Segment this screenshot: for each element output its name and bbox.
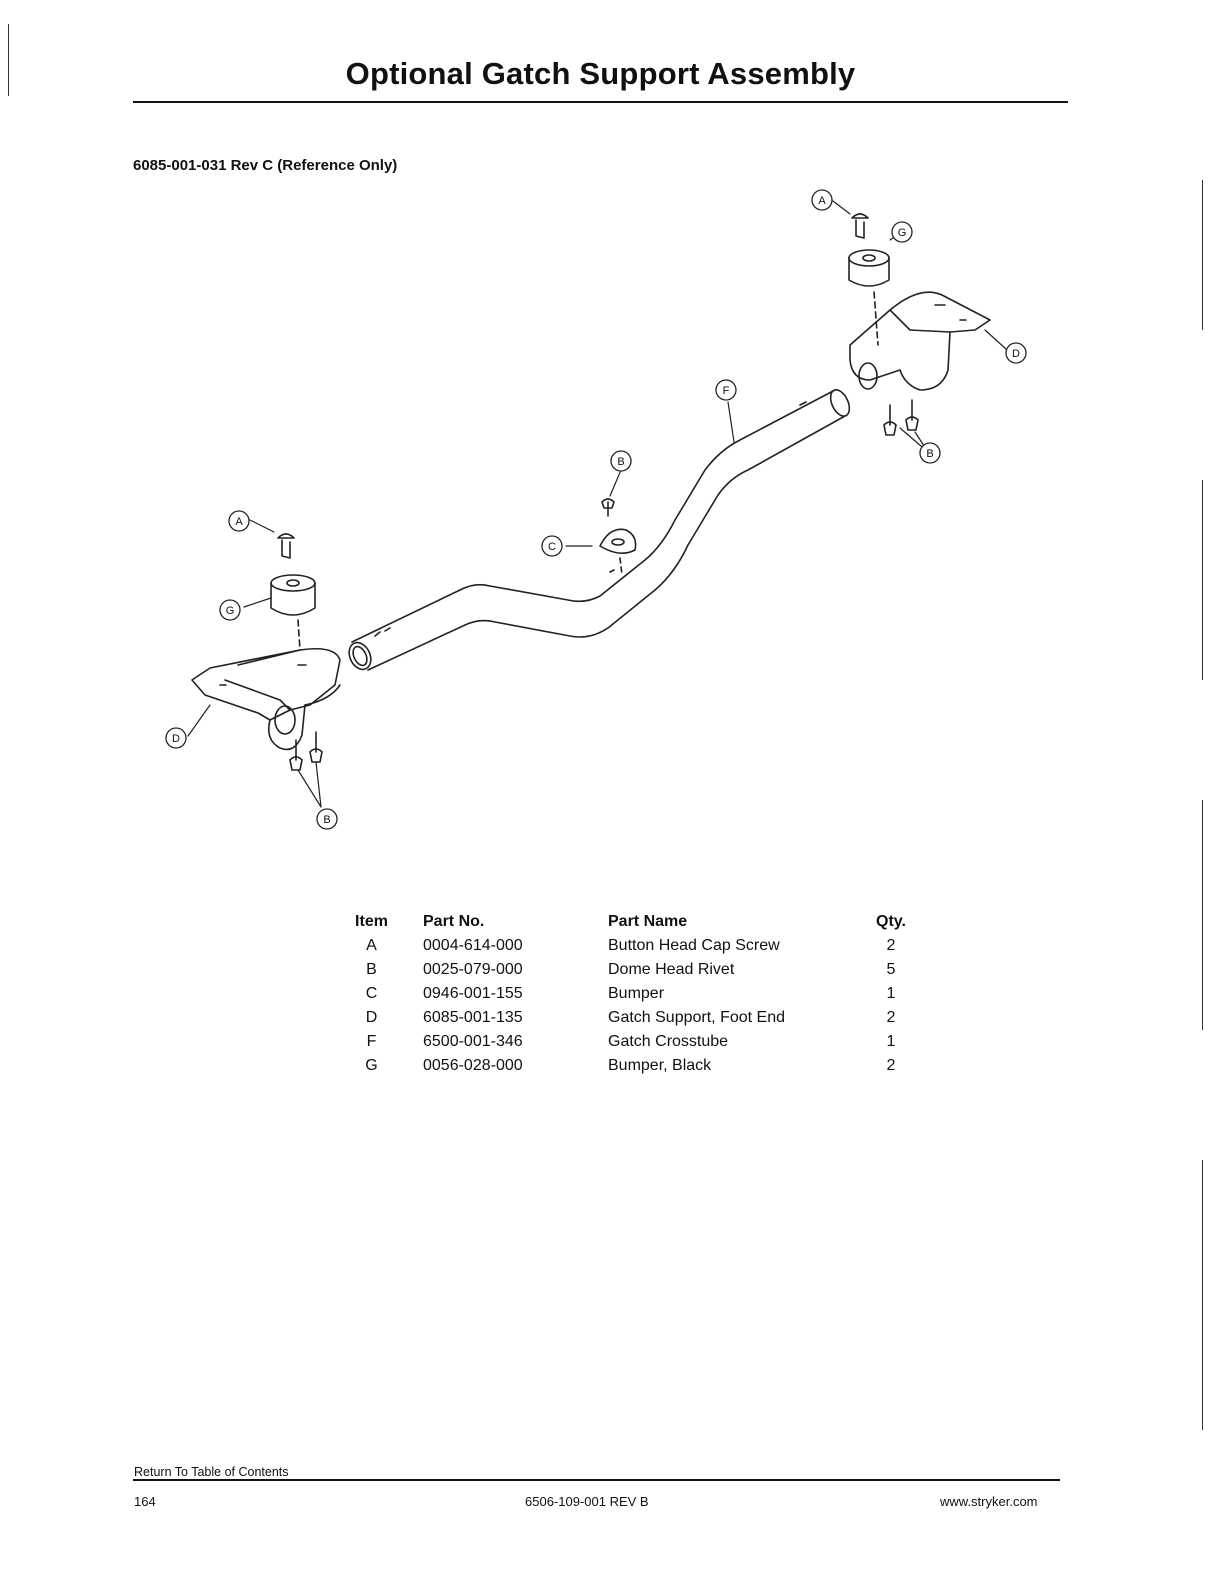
website-url: www.stryker.com <box>940 1494 1038 1509</box>
cell-part-no: 0025-079-000 <box>423 961 523 978</box>
reference-number: 6085-001-031 Rev C (Reference Only) <box>133 157 398 174</box>
cell-item: C <box>365 985 378 1002</box>
callout-f: F <box>715 379 737 401</box>
table-row: F 6500-001-346 Gatch Crosstube 1 <box>320 1030 911 1054</box>
crosstube-part <box>348 389 851 671</box>
callout-a-left: A <box>228 510 250 532</box>
table-row: B 0025-079-000 Dome Head Rivet 5 <box>320 958 911 982</box>
scan-edge-mark <box>1202 480 1203 680</box>
footer-rule <box>133 1479 1060 1481</box>
svg-text:A: A <box>818 195 826 207</box>
document-number: 6506-109-001 REV B <box>525 1494 649 1509</box>
scan-edge-mark <box>1202 800 1203 1030</box>
cell-qty: 2 <box>886 937 896 954</box>
page-number: 164 <box>134 1494 156 1509</box>
left-support-bracket <box>191 647 341 771</box>
svg-text:F: F <box>723 385 730 397</box>
parts-table: Item Part No. Part Name Qty. A 0004-614-… <box>320 910 911 1078</box>
title-rule <box>133 101 1068 103</box>
svg-text:B: B <box>323 814 330 826</box>
cell-part-no: 0004-614-000 <box>423 937 523 954</box>
assembly-diagram: A G D B C B F A G D B <box>165 189 1027 830</box>
callout-g-right: G <box>891 221 913 243</box>
callout-b-right: B <box>919 442 941 464</box>
table-row: A 0004-614-000 Button Head Cap Screw 2 <box>320 934 911 958</box>
scan-edge-mark <box>1202 180 1203 330</box>
table-row: G 0056-028-000 Bumper, Black 2 <box>320 1054 911 1078</box>
svg-text:A: A <box>235 516 243 528</box>
cell-part-name: Bumper, Black <box>608 1057 712 1074</box>
svg-text:B: B <box>617 456 624 468</box>
callout-a-right: A <box>811 189 833 211</box>
cell-part-name: Bumper <box>608 985 665 1002</box>
leader-lines <box>187 200 1007 808</box>
header-part-name: Part Name <box>608 913 688 930</box>
header-qty: Qty. <box>876 913 906 930</box>
svg-text:G: G <box>226 605 235 617</box>
table-row: C 0946-001-155 Bumper 1 <box>320 982 911 1006</box>
left-bumper-stack <box>270 533 316 651</box>
cell-part-name: Gatch Support, Foot End <box>608 1009 785 1026</box>
svg-text:D: D <box>1012 348 1020 360</box>
page-title: Optional Gatch Support Assembly <box>345 56 856 91</box>
header-item: Item <box>355 913 388 930</box>
cell-part-name: Gatch Crosstube <box>608 1033 729 1050</box>
cell-qty: 2 <box>886 1057 896 1074</box>
cell-part-name: Dome Head Rivet <box>608 961 735 978</box>
cell-part-no: 0056-028-000 <box>423 1057 523 1074</box>
svg-text:B: B <box>926 448 933 460</box>
callout-b-left: B <box>316 808 338 830</box>
cell-part-no: 0946-001-155 <box>423 985 523 1002</box>
right-support-bracket <box>849 291 991 436</box>
cell-qty: 1 <box>886 1033 896 1050</box>
parts-table-header: Item Part No. Part Name Qty. <box>320 910 911 934</box>
callout-d-left: D <box>165 727 187 749</box>
header-part-no: Part No. <box>423 913 485 930</box>
cell-qty: 2 <box>886 1009 896 1026</box>
cell-item: F <box>366 1033 377 1050</box>
cell-item: G <box>365 1057 378 1074</box>
cell-qty: 1 <box>886 985 896 1002</box>
callout-d-right: D <box>1005 342 1027 364</box>
callout-b-center: B <box>610 450 632 472</box>
cell-qty: 5 <box>886 961 896 978</box>
svg-text:C: C <box>548 541 556 553</box>
cell-part-no: 6500-001-346 <box>423 1033 523 1050</box>
callout-g-left: G <box>219 599 241 621</box>
svg-text:G: G <box>898 227 907 239</box>
table-of-contents-link[interactable]: Return To Table of Contents <box>134 1465 289 1479</box>
cell-item: D <box>365 1009 378 1026</box>
svg-text:D: D <box>172 733 180 745</box>
table-row: D 6085-001-135 Gatch Support, Foot End 2 <box>320 1006 911 1030</box>
center-bumper <box>599 498 637 576</box>
callout-c-center: C <box>541 535 563 557</box>
right-bumper-stack <box>848 213 890 346</box>
cell-part-no: 6085-001-135 <box>423 1009 523 1026</box>
scan-edge-mark <box>1202 1160 1203 1430</box>
cell-part-name: Button Head Cap Screw <box>608 937 780 954</box>
cell-item: A <box>366 937 377 954</box>
scan-edge-mark <box>8 24 9 96</box>
cell-item: B <box>366 961 377 978</box>
